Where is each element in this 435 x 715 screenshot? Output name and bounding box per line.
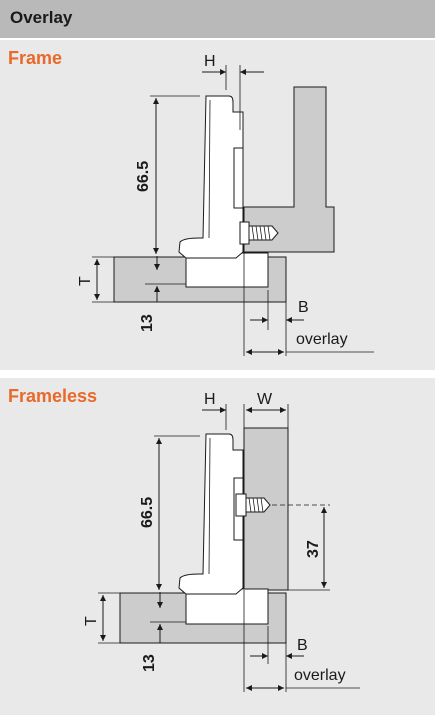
frameless-panel: Frameless (0, 378, 435, 715)
frameless-dim-overlay: overlay (294, 667, 346, 684)
frame-dim-13: 13 (139, 314, 156, 332)
frame-dim-b: B (298, 299, 309, 316)
frame-dim-t: T (77, 276, 94, 286)
frame-dim-66-5: 66.5 (135, 161, 152, 192)
frameless-dim-t: T (83, 616, 100, 626)
frame-diagram: H 66.5 T 13 B overlay (77, 53, 374, 356)
section-header: Overlay (0, 0, 435, 38)
frame-dim-h: H (204, 53, 216, 70)
hinge-arm (178, 433, 244, 595)
section-title: Overlay (10, 8, 73, 27)
hinge-cup (185, 588, 269, 625)
frameless-title: Frameless (8, 386, 98, 406)
frameless-dim-b: B (297, 637, 308, 654)
frameless-dim-13: 13 (141, 654, 158, 672)
hinge-cup (185, 252, 269, 288)
mounting-screw (239, 221, 279, 245)
frame-dim-overlay: overlay (296, 331, 348, 348)
mounting-screw (235, 493, 271, 517)
face-frame (243, 86, 335, 253)
frameless-dim-h: H (204, 391, 216, 408)
frameless-dim-w: W (257, 391, 273, 408)
hinge-arm (178, 95, 244, 259)
frameless-dim-66-5: 66.5 (139, 497, 156, 528)
frameless-diagram: H W 66.5 37 T 13 B (83, 391, 360, 692)
frame-title: Frame (8, 48, 63, 68)
frame-panel: Frame (0, 40, 435, 370)
frameless-dim-37: 37 (305, 540, 322, 558)
